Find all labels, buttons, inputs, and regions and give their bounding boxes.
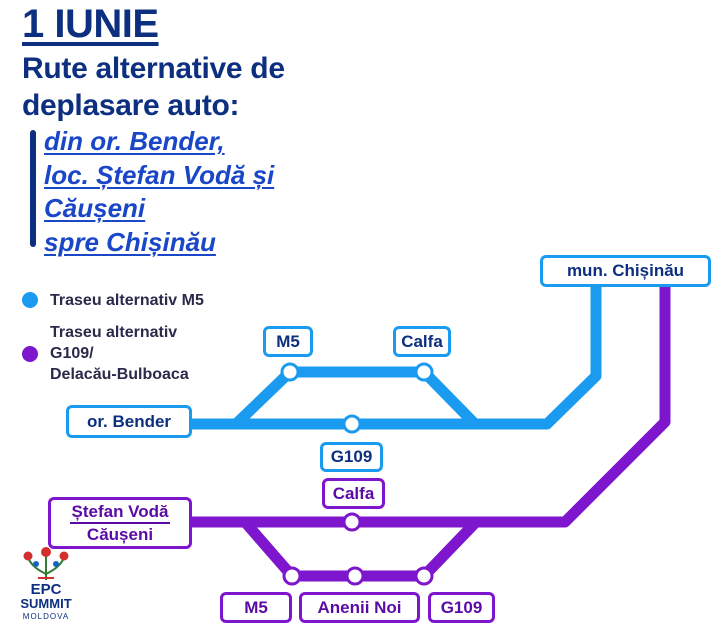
subtitle-line-2: loc. Ștefan Vodă și: [44, 159, 275, 190]
node-g109-bottom: G109: [428, 592, 495, 623]
node-causeni: Căușeni: [86, 525, 154, 544]
legend-purple-line-1: Traseu alternativ: [50, 324, 178, 341]
node-calfa-mid: Calfa: [322, 478, 385, 509]
legend-purple-dot: [22, 346, 38, 362]
page-title: Rute alternative de deplasare auto:: [22, 50, 442, 124]
stop-calfa-top: [414, 362, 434, 382]
blue-route-main: [184, 279, 602, 430]
purple-route-bypass: [239, 516, 482, 582]
node-anenii-noi: Anenii Noi: [299, 592, 420, 623]
legend-blue-label: Traseu alternativ M5: [50, 292, 204, 309]
legend-purple-label: Traseu alternativ G109/ Delacău-Bulboaca: [50, 322, 189, 385]
node-m5-top: M5: [263, 326, 313, 357]
stop-calfa-mid: [342, 512, 362, 532]
subtitle: din or. Bender, loc. Ștefan Vodă și Căuș…: [44, 125, 274, 259]
stop-g109-bottom: [414, 566, 434, 586]
stop-m5-bottom: [282, 566, 302, 586]
date-heading: 1 IUNIE: [22, 2, 159, 46]
subtitle-line-1: din or. Bender,: [44, 126, 225, 156]
legend-blue-dot: [22, 292, 38, 308]
stop-anenii-noi: [345, 566, 365, 586]
stop-m5-top: [280, 362, 300, 382]
logo-flower-icon: [23, 547, 69, 580]
stop-g109-mid: [342, 414, 362, 434]
legend-purple-line-2: G109/: [50, 345, 94, 362]
logo-line-3: MOLDOVA: [22, 612, 70, 621]
logo-line-1: EPC: [30, 581, 62, 598]
logo-line-2: SUMMIT: [20, 596, 72, 611]
blue-route-bypass: [230, 366, 481, 430]
subtitle-line-4: spre Chișinău: [44, 226, 216, 257]
node-calfa-top: Calfa: [393, 326, 451, 357]
node-stefan-voda-causeni: Ștefan Vodă Căușeni: [48, 497, 192, 549]
node-chisinau: mun. Chișinău: [540, 255, 711, 287]
node-g109-mid: G109: [320, 442, 383, 472]
epc-summit-logo: EPC SUMMIT MOLDOVA: [18, 544, 74, 636]
subtitle-accent-bar: [30, 130, 36, 247]
node-bender: or. Bender: [66, 405, 192, 438]
title-line-2: deplasare auto:: [22, 89, 240, 122]
node-stefan-voda: Ștefan Vodă: [69, 501, 171, 524]
node-m5-bottom: M5: [220, 592, 292, 623]
subtitle-line-3: Căușeni: [44, 193, 146, 223]
purple-route-main: [179, 274, 671, 528]
legend-purple-line-3: Delacău-Bulboaca: [50, 366, 189, 383]
title-line-1: Rute alternative de: [22, 52, 285, 85]
